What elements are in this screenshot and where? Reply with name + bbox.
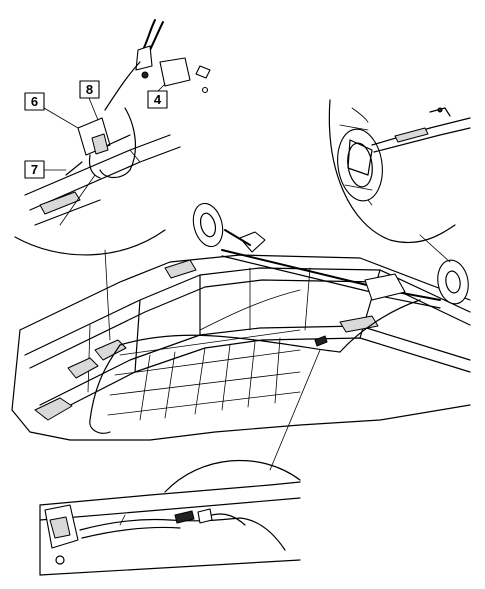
callout-6-label: 6	[31, 94, 38, 109]
detail-view-rear-brake	[328, 99, 471, 244]
detail-view-cable-connector	[39, 459, 301, 576]
callout-8: 8	[79, 80, 100, 121]
callout-6: 6	[24, 92, 79, 129]
chassis-underbody	[11, 202, 471, 441]
callout-4: 4	[147, 83, 168, 109]
callout-7: 7	[24, 160, 67, 179]
detail-view-lever-mount	[14, 19, 211, 256]
callout-7-label: 7	[31, 162, 38, 177]
leader-lines	[104, 234, 451, 471]
callout-4-label: 4	[154, 92, 162, 107]
callout-8-label: 8	[86, 82, 93, 97]
